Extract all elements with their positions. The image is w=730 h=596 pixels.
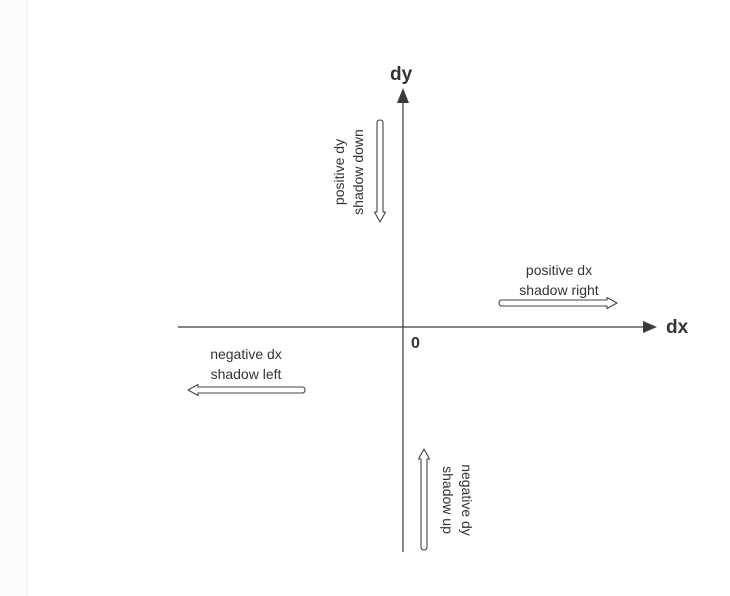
annotation-positive-dy: positive dy shadow down	[331, 119, 387, 223]
negative-dy-label: negative dy	[459, 464, 475, 536]
positive-dy-label: positive dy	[331, 139, 347, 205]
shadow-left-label: shadow left	[211, 366, 282, 382]
shadow-up-label: shadow up	[440, 466, 456, 534]
up-arrow-icon	[417, 448, 431, 551]
annotation-positive-dx: positive dx shadow right	[498, 262, 618, 310]
shadow-down-label: shadow down	[350, 129, 366, 215]
down-arrow-icon	[373, 119, 387, 223]
right-arrow-icon	[498, 296, 618, 310]
positive-dx-label: positive dx	[526, 262, 592, 278]
origin-label: 0	[411, 335, 420, 352]
shadow-right-label: shadow right	[519, 282, 598, 298]
left-margin-strip	[0, 0, 28, 596]
x-axis-label: dx	[666, 317, 689, 338]
left-arrow-icon	[187, 383, 306, 397]
x-axis-arrowhead	[643, 321, 657, 333]
y-axis-arrowhead	[397, 88, 409, 103]
y-axis-label: dy	[390, 64, 413, 85]
annotation-negative-dx: negative dx shadow left	[187, 346, 306, 397]
negative-dx-label: negative dx	[210, 346, 282, 362]
annotation-negative-dy: shadow up negative dy	[417, 448, 475, 551]
